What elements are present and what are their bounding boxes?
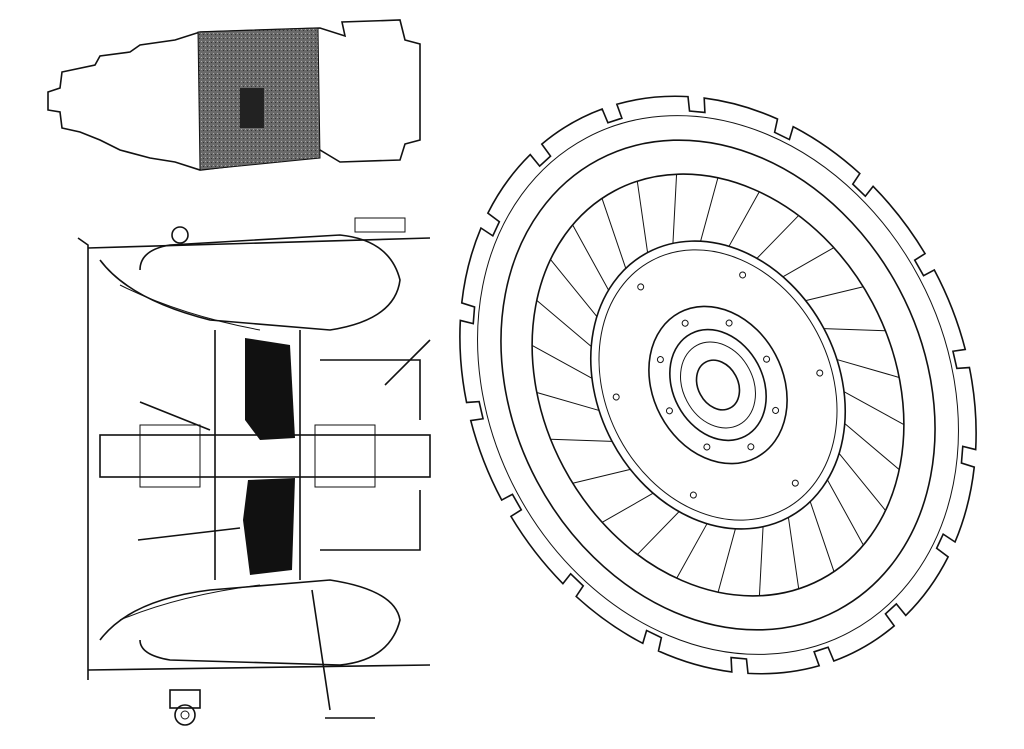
- turbine-blade: [836, 359, 900, 378]
- disc-hole: [612, 393, 620, 401]
- turbine-blade: [672, 174, 678, 244]
- turbine-blade: [536, 392, 600, 411]
- turbine-cross-section: [77, 217, 431, 726]
- turbine-blade: [823, 328, 886, 332]
- turbine-blade: [844, 423, 900, 470]
- turbine-blade: [728, 191, 760, 247]
- turbine-blade: [531, 344, 593, 379]
- wheel-rim: [459, 95, 977, 675]
- turbine-blade: [601, 492, 654, 523]
- bolt-hole: [772, 406, 780, 414]
- turbine-blade: [550, 259, 598, 317]
- bolt-hole: [665, 407, 673, 415]
- arrow-bottom: [311, 589, 331, 711]
- rim-inner-edge: [477, 115, 959, 655]
- lower-turbine-blade: [243, 478, 295, 575]
- turbine-blade: [700, 177, 719, 242]
- turbine-blade: [550, 438, 613, 442]
- turbine-blade: [787, 517, 800, 589]
- turbine-blade: [676, 523, 708, 579]
- turbine-blade: [843, 391, 905, 426]
- bolt-hole: [747, 443, 755, 451]
- disc-hole: [739, 271, 747, 279]
- arrow-upper-left: [139, 401, 211, 431]
- disc-hole: [689, 491, 697, 499]
- turbine-blade: [809, 501, 835, 572]
- bolt-hole: [703, 443, 711, 451]
- bolt-hole: [763, 355, 771, 363]
- turbine-blade: [572, 468, 631, 484]
- arrow-right-upper: [384, 339, 431, 386]
- shaded-inner-part: [240, 88, 264, 128]
- turbine-blade: [826, 479, 864, 546]
- turbine-blade: [805, 286, 864, 302]
- turbine-blade: [572, 224, 610, 291]
- engine-outline: [47, 19, 421, 171]
- turbine-blade: [636, 181, 649, 253]
- turbine-blade: [536, 300, 592, 347]
- disc-hole: [816, 369, 824, 377]
- turbine-wheel: [459, 95, 977, 675]
- turbine-blade: [782, 247, 835, 278]
- bolt-hole: [681, 319, 689, 327]
- arrow-lower-left: [137, 527, 241, 541]
- bolt-hole: [656, 356, 664, 364]
- disc-hole: [791, 479, 799, 487]
- disc-hole: [637, 283, 645, 291]
- turbine-blade: [717, 528, 736, 593]
- bolt-hole: [725, 319, 733, 327]
- turbine-blade: [601, 198, 627, 269]
- upper-turbine-blade: [245, 338, 295, 440]
- turbine-blade: [838, 453, 886, 511]
- turbine-blade: [637, 511, 680, 555]
- turbine-blade: [758, 526, 764, 596]
- turbine-blade: [756, 215, 799, 259]
